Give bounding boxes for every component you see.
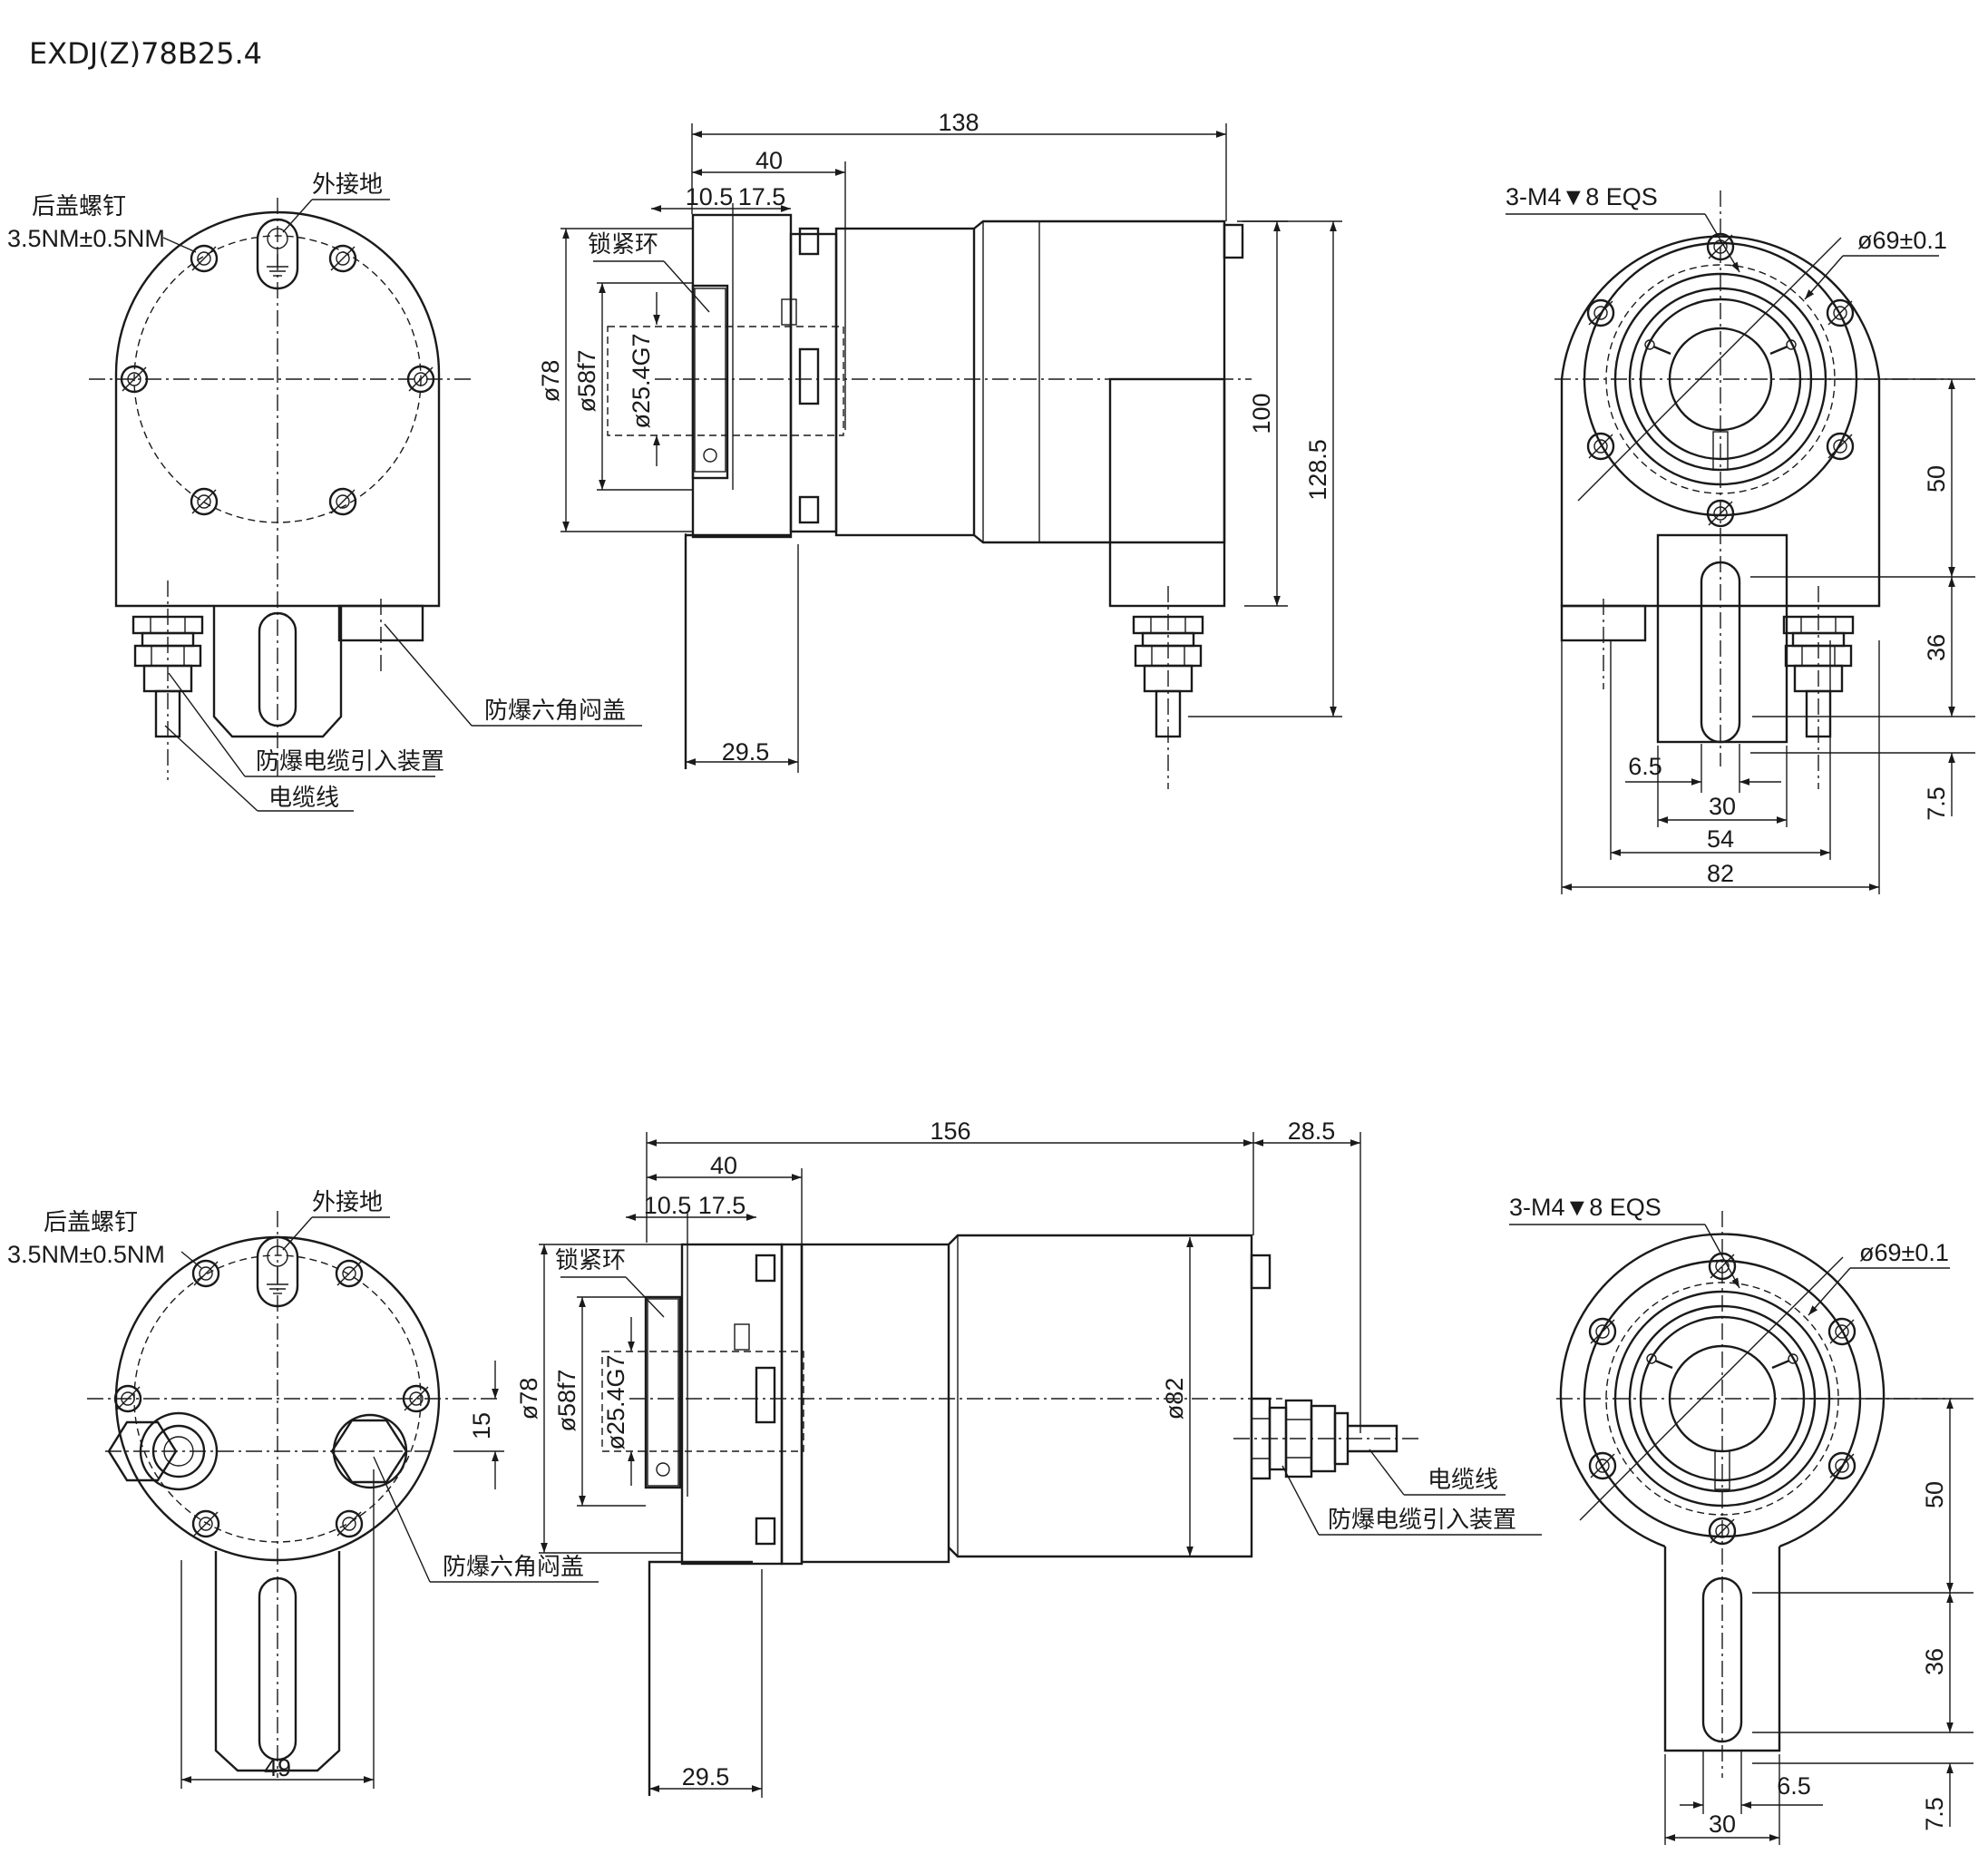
bottom-front-view — [1556, 1211, 1952, 1778]
bottom-dim-10-5: 10.5 — [644, 1192, 692, 1219]
bottom-dim-7-5: 7.5 — [1921, 1797, 1948, 1831]
drawing-title: EXDJ(Z)78B25.4 — [29, 36, 262, 71]
bottom-rear-dimensions — [180, 1361, 504, 1789]
top-external-ground-label: 外接地 — [312, 171, 383, 199]
bottom-rear-view — [87, 1211, 499, 1778]
top-dim-30: 30 — [1709, 793, 1736, 820]
bottom-dim-50: 50 — [1921, 1481, 1948, 1508]
bottom-dim-156: 156 — [930, 1117, 970, 1145]
top-lock-ring-label: 锁紧环 — [588, 231, 658, 259]
bottom-dim-25-4: ø25.4G7 — [602, 1354, 629, 1449]
top-side-view — [607, 213, 1252, 789]
bottom-dim-30: 30 — [1709, 1810, 1736, 1838]
top-dim-58: ø58f7 — [573, 349, 600, 412]
top-threaded-holes-label: 3-M4▼8 EQS — [1506, 183, 1658, 210]
top-dim-36: 36 — [1923, 634, 1950, 661]
bottom-lock-ring-label: 锁紧环 — [555, 1247, 626, 1274]
bottom-external-ground-label: 外接地 — [312, 1189, 383, 1216]
top-front-dimensions — [1506, 213, 1975, 894]
top-cable-label: 电缆线 — [268, 785, 339, 812]
bottom-torque-label: 3.5NM±0.5NM — [7, 1241, 165, 1268]
bottom-dim-69: ø69±0.1 — [1859, 1239, 1949, 1266]
top-hex-plug-label: 防爆六角闷盖 — [484, 698, 626, 725]
top-cable-gland-label: 防爆电缆引入装置 — [256, 748, 444, 776]
top-rear-screw-label: 后盖螺钉 — [32, 193, 126, 220]
top-dim-82: 82 — [1707, 860, 1734, 887]
top-front-view — [1554, 190, 1950, 789]
bottom-dim-29-5: 29.5 — [682, 1763, 730, 1791]
top-dim-128-5: 128.5 — [1304, 439, 1331, 501]
bottom-dim-6-5: 6.5 — [1777, 1772, 1811, 1800]
top-side-dimensions — [560, 123, 1342, 773]
top-dim-100: 100 — [1248, 393, 1275, 434]
top-dim-78: ø78 — [537, 360, 564, 403]
top-rear-view — [89, 198, 472, 780]
bottom-dim-49: 49 — [264, 1754, 291, 1781]
top-torque-label: 3.5NM±0.5NM — [7, 225, 165, 252]
top-dim-40: 40 — [755, 147, 783, 174]
top-dim-17-5: 17.5 — [738, 183, 786, 210]
top-dim-10-5: 10.5 — [686, 183, 734, 210]
top-dim-69: ø69±0.1 — [1857, 227, 1947, 254]
top-dim-25-4: ø25.4G7 — [628, 333, 655, 428]
bottom-dim-15: 15 — [468, 1412, 495, 1439]
top-dim-29-5: 29.5 — [722, 738, 770, 766]
top-dim-6-5: 6.5 — [1628, 753, 1662, 780]
bottom-dim-28-5: 28.5 — [1288, 1117, 1336, 1145]
bottom-dim-58: ø58f7 — [553, 1369, 580, 1431]
top-dim-54: 54 — [1707, 825, 1734, 853]
bottom-side-view — [601, 1234, 1422, 1796]
bottom-cable-gland-label: 防爆电缆引入装置 — [1328, 1507, 1516, 1534]
bottom-rear-screw-label: 后盖螺钉 — [44, 1209, 138, 1236]
bottom-threaded-holes-label: 3-M4▼8 EQS — [1509, 1194, 1662, 1221]
bottom-dim-78: ø78 — [515, 1378, 542, 1420]
bottom-dim-17-5: 17.5 — [698, 1192, 746, 1219]
bottom-dim-82: ø82 — [1161, 1378, 1188, 1420]
bottom-hex-plug-label: 防爆六角闷盖 — [443, 1554, 584, 1581]
top-dim-50: 50 — [1923, 465, 1950, 493]
bottom-cable-label: 电缆线 — [1428, 1467, 1498, 1494]
top-dim-7-5: 7.5 — [1923, 786, 1950, 821]
bottom-dim-40: 40 — [710, 1152, 737, 1179]
top-dim-138: 138 — [938, 109, 979, 136]
bottom-dim-36: 36 — [1921, 1648, 1948, 1675]
bottom-side-dimensions — [539, 1132, 1361, 1798]
bottom-front-dimensions — [1509, 1224, 1973, 1845]
